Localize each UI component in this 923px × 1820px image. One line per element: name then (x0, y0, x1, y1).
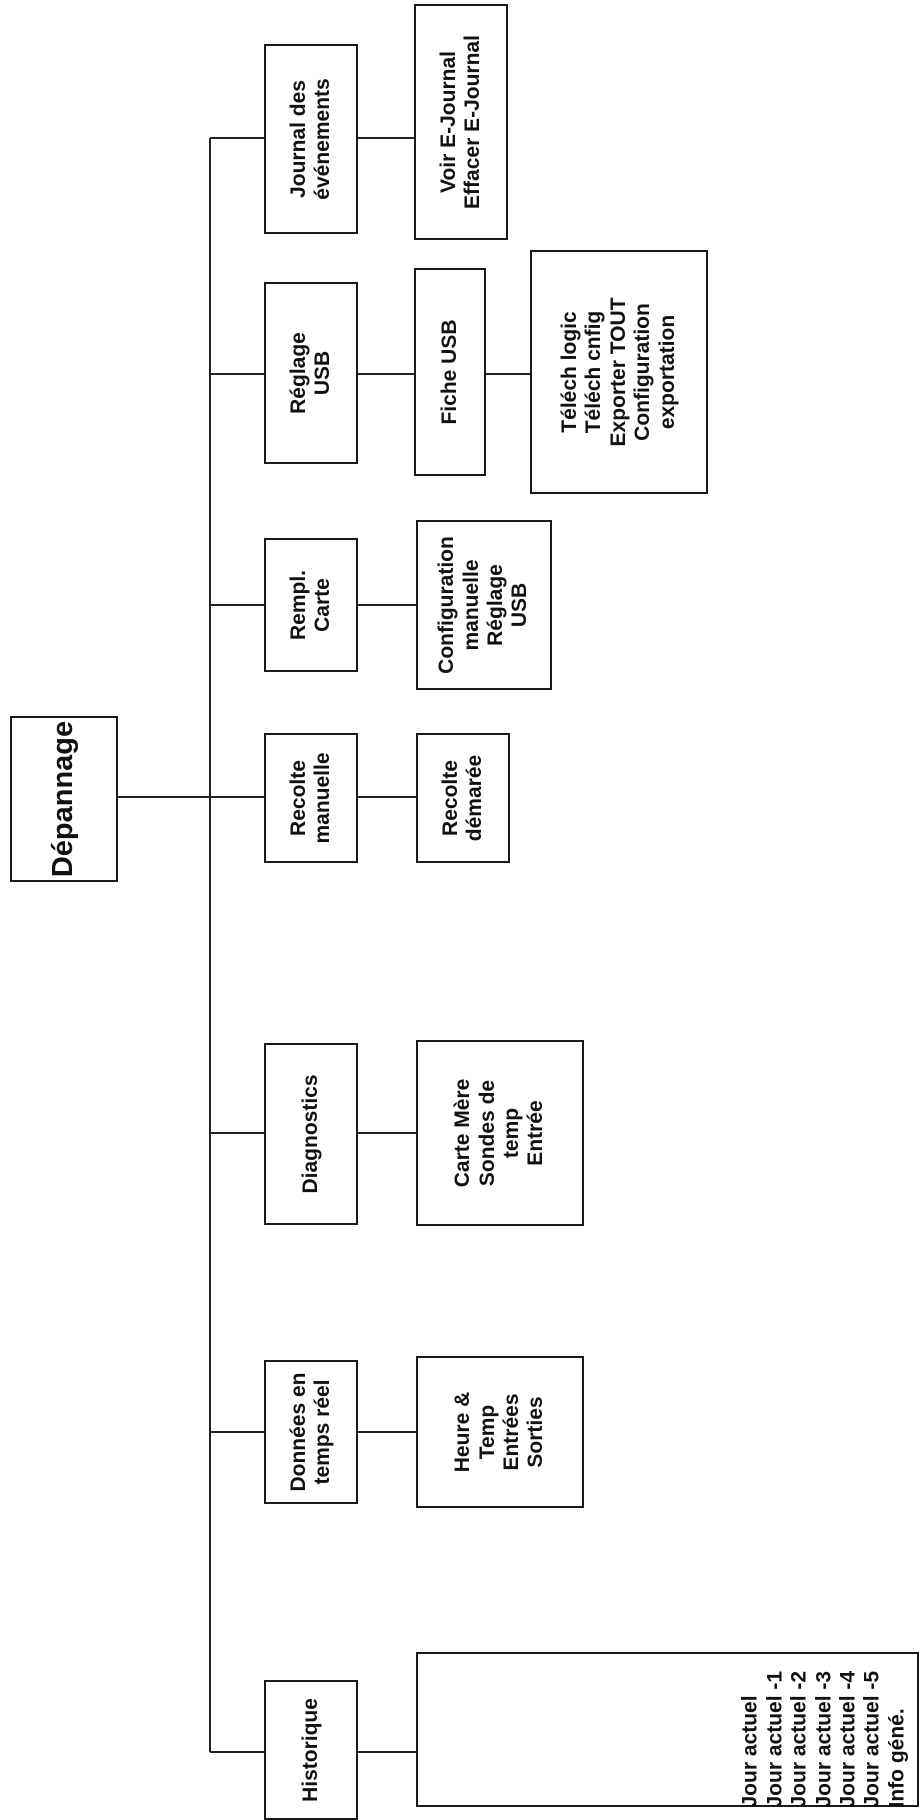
child-item: USB (508, 582, 532, 628)
branch-node-rempl-carte: Rempl. Carte (264, 538, 358, 672)
child-item: Réglage (484, 564, 507, 646)
grandchild-node-usb-options: Téléch logic Téléch cnfig Exporter TOUT … (530, 250, 708, 494)
child-item: démarée (463, 754, 486, 842)
branch-label-line: Réglage (286, 332, 310, 414)
child-item: Configuration (435, 536, 459, 674)
branch-label-line: Historique (298, 1698, 322, 1802)
child-item: Carte Mère (451, 1078, 475, 1188)
child-item: temp (500, 1107, 523, 1159)
branch-label-line: Rempl. (286, 570, 310, 641)
branch-label-line: temps réel (311, 1379, 334, 1485)
child-node-donnees-temps-reel: Heure & Temp Entrées Sorties (416, 1356, 584, 1508)
branch-label-line: Carte (311, 578, 334, 632)
branch-node-historique: Historique (264, 1680, 358, 1820)
child-item: Jour actuel -2 (787, 1670, 811, 1807)
child-item: Heure & (451, 1391, 475, 1473)
child-item: manuelle (459, 559, 483, 651)
child-node-journal-evenements: Voir E-Journal Effacer E-Journal (414, 4, 508, 240)
child-item: Jour actuel -5 (860, 1670, 884, 1807)
grandchild-item: Exporter TOUT (606, 297, 630, 447)
grandchild-item: exportation (655, 314, 679, 430)
grandchild-item: Configuration (631, 303, 655, 441)
child-item: Jour actuel -3 (811, 1670, 835, 1807)
child-node-diagnostics: Carte Mère Sondes de temp Entrée (416, 1040, 584, 1226)
child-item: Jour actuel -4 (835, 1670, 859, 1807)
child-node-rempl-carte: Configuration manuelle Réglage USB (416, 520, 552, 690)
branch-label-line: Diagnostics (298, 1074, 322, 1194)
child-item: Jour actuel -1 (762, 1670, 786, 1807)
branch-label-line: Recolte (286, 760, 310, 836)
child-item: Effacer E-Journal (461, 35, 484, 209)
child-item: Temp (475, 1404, 499, 1460)
root-node-label: Dépannage (47, 720, 80, 878)
branch-label-line: USB (311, 350, 334, 396)
child-node-recolte-manuelle: Recolte démarée (416, 733, 510, 863)
child-item: Recolte (438, 760, 462, 836)
child-item: Fiche USB (437, 319, 461, 425)
child-item: Sondes de (475, 1079, 499, 1187)
branch-label-line: Journal des (286, 80, 310, 198)
child-item: Sorties (524, 1396, 548, 1468)
child-node-fiche-usb: Fiche USB (414, 268, 486, 476)
child-item: Entrées (500, 1393, 523, 1471)
child-node-historique: Jour actuel Jour actuel -1 Jour actuel -… (416, 1652, 919, 1807)
branch-node-diagnostics: Diagnostics (264, 1043, 358, 1225)
child-item: Entrée (524, 1100, 548, 1166)
branch-label-line: manuelle (311, 752, 334, 844)
branch-label-line: événements (311, 78, 334, 200)
grandchild-item: Téléch cnfig (582, 310, 606, 434)
branch-node-donnees-temps-reel: Données en temps réel (264, 1360, 358, 1504)
branch-node-journal-evenements: Journal des événements (264, 44, 358, 234)
branch-node-recolte-manuelle: Recolte manuelle (264, 733, 358, 863)
child-item: Info géné. (884, 1707, 908, 1807)
grandchild-item: Téléch logic (558, 311, 582, 433)
root-node-depannage: Dépannage (10, 716, 118, 882)
branch-label-line: Données en (286, 1372, 310, 1492)
child-item: Voir E-Journal (436, 51, 460, 193)
child-item: Jour actuel (738, 1694, 762, 1807)
branch-node-reglage-usb: Réglage USB (264, 282, 358, 464)
